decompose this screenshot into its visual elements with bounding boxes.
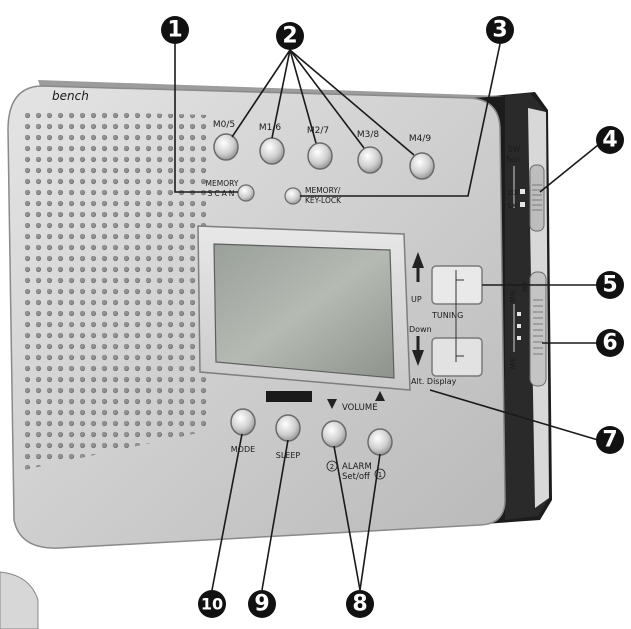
memory-label-2: M2/7: [307, 126, 329, 136]
sw-sen-title-1: SW: [508, 145, 521, 154]
callout-10: 10: [198, 590, 226, 618]
memory-buttons-group: M0/5 M1/6 M2/7 M3/8 M4/9: [213, 120, 435, 180]
sw-sen-title-2: Sen.: [506, 155, 523, 164]
memory-keylock-button[interactable]: MEMORY/ KEY-LOCK: [284, 186, 342, 205]
callout-1: 1: [161, 16, 189, 44]
memory-scan-button[interactable]: MEMORY SCAN: [206, 179, 255, 202]
svg-text:2: 2: [282, 24, 297, 49]
radio-top-edge: [38, 80, 505, 98]
memory-keylock-label-2: KEY-LOCK: [305, 196, 342, 205]
svg-text:3: 3: [492, 18, 507, 43]
memory-button-4[interactable]: M4/9: [409, 134, 435, 180]
lcd-display: [213, 243, 395, 379]
svg-text:1: 1: [167, 18, 182, 43]
tuning-up-button[interactable]: [431, 265, 483, 305]
memory-button-0[interactable]: M0/5: [213, 120, 239, 161]
band-sw: SW: [508, 358, 516, 369]
mode-button[interactable]: MODE: [230, 408, 256, 454]
radio-on-label: RADIO ON: [270, 393, 308, 402]
memory-label-3: M3/8: [357, 130, 380, 140]
alarm-2-label: 2: [330, 463, 334, 471]
band-slider[interactable]: [529, 271, 547, 387]
callout-5: 5: [596, 271, 624, 299]
band-switch-panel: MW FM SW: [508, 271, 547, 387]
svg-text:9: 9: [254, 592, 269, 617]
callout-2: 2: [276, 22, 304, 50]
sw-sen-dx: DX: [508, 189, 518, 197]
band-mw: MW: [508, 290, 516, 303]
alt-display-label: Alt. Display: [411, 377, 457, 386]
memory-label-0: M0/5: [213, 120, 235, 130]
memory-keylock-label-1: MEMORY/: [305, 186, 341, 195]
sw-sensitivity-switch-panel: SW Sen. DX LX: [506, 145, 545, 232]
speaker-grille: [24, 110, 212, 470]
svg-text:10: 10: [201, 595, 223, 614]
tuning-up-label: UP: [411, 295, 422, 304]
tuning-down-button[interactable]: [431, 337, 483, 377]
callout-3: 3: [486, 16, 514, 44]
alarm-label-1: ALARM: [342, 462, 372, 472]
volume-up-alarm1-button[interactable]: [367, 428, 393, 456]
callout-8: 8: [346, 590, 374, 618]
callout-9: 9: [248, 590, 276, 618]
tuning-down-label: Down: [409, 325, 432, 334]
mode-label: MODE: [231, 445, 255, 454]
tuning-label: TUNING: [431, 311, 463, 320]
memory-button-1[interactable]: M1/6: [259, 123, 285, 165]
volume-label: VOLUME: [342, 403, 378, 413]
callout-7: 7: [596, 426, 624, 454]
svg-text:7: 7: [602, 428, 617, 453]
brand-logo: bench: [52, 89, 89, 103]
volume-up-icon: [375, 391, 385, 401]
volume-down-icon: [327, 399, 337, 409]
memory-button-3[interactable]: M3/8: [357, 130, 383, 174]
memory-label-1: M1/6: [259, 123, 282, 133]
callout-6: 6: [596, 329, 624, 357]
svg-text:4: 4: [602, 128, 617, 153]
other-device-corner: [0, 571, 39, 629]
up-arrow-icon: [412, 252, 424, 268]
memory-scan-label-2: SCAN: [208, 189, 237, 198]
sw-sen-lx: LX: [508, 202, 517, 210]
tuning-controls: UP TUNING Down Alt. Display: [409, 252, 483, 386]
alarm-1-label: 1: [378, 471, 382, 479]
sw-sensitivity-slider[interactable]: [529, 164, 545, 232]
memory-scan-label-1: MEMORY: [206, 179, 239, 188]
alarm-label-2: Set/off: [342, 472, 371, 482]
memory-label-4: M4/9: [409, 134, 432, 144]
svg-text:8: 8: [352, 592, 367, 617]
band-fm: FM: [520, 282, 528, 292]
callout-4: 4: [596, 126, 624, 154]
memory-button-2[interactable]: M2/7: [307, 126, 333, 170]
svg-text:5: 5: [602, 273, 617, 298]
sleep-label: SLEEP: [276, 451, 301, 460]
svg-text:6: 6: [602, 331, 617, 356]
down-arrow-icon: [412, 350, 424, 366]
leader-lines: [174, 43, 599, 591]
volume-down-alarm2-button[interactable]: [321, 420, 347, 448]
sleep-button[interactable]: SLEEP: [275, 414, 301, 460]
callout-badges: 1 2 3 4 5 6 7 8 9 10: [161, 16, 624, 618]
